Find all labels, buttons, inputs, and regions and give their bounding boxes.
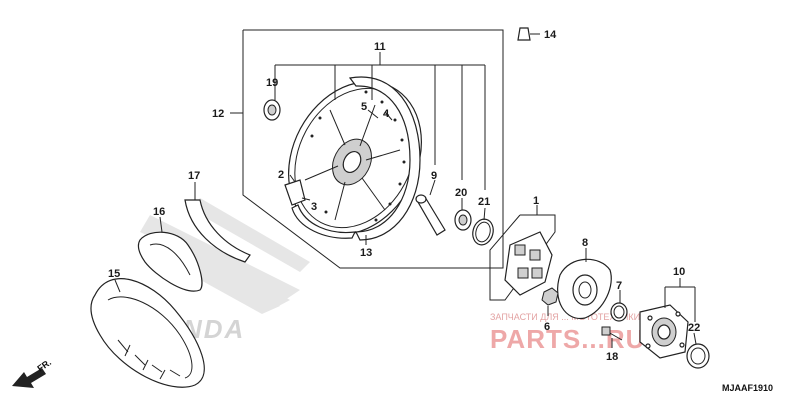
final-driven-hub [639, 304, 689, 359]
callout-3: 3 [311, 201, 317, 213]
callout-19: 19 [266, 77, 278, 89]
callout-8: 8 [582, 237, 588, 249]
bolt-18 [601, 326, 623, 341]
callout-18: 18 [606, 351, 618, 363]
rim-band [184, 199, 251, 263]
callout-20: 20 [455, 187, 467, 199]
callout-7: 7 [616, 280, 622, 292]
callout-21: 21 [478, 196, 490, 208]
callout-4: 4 [383, 108, 390, 120]
callout-16: 16 [153, 206, 165, 218]
balance-weight [284, 179, 357, 239]
bearing-19 [263, 99, 281, 121]
damper-rubber [489, 214, 556, 301]
tire [90, 278, 205, 388]
leader-lines [114, 52, 697, 348]
diagram-code: MJAAF1910 [722, 383, 773, 393]
callout-10: 10 [673, 266, 685, 278]
callout-22: 22 [688, 322, 700, 334]
callout-9: 9 [431, 170, 437, 182]
callout-13: 13 [360, 247, 372, 259]
callouts: 1 2 3 4 5 6 7 8 9 10 11 12 13 14 15 16 1… [108, 29, 700, 363]
distance-collar [415, 194, 446, 236]
inner-tube [137, 231, 203, 292]
callout-12: 12 [212, 108, 224, 120]
callout-2: 2 [278, 169, 284, 181]
wheel-assembly-bracket [230, 29, 504, 269]
front-direction-indicator: FR. [12, 357, 53, 388]
o-ring-22 [686, 343, 710, 369]
callout-15: 15 [108, 268, 120, 280]
callout-17: 17 [188, 170, 200, 182]
callout-6: 6 [544, 321, 550, 333]
callout-1: 1 [533, 195, 539, 207]
o-ring-21 [472, 218, 494, 246]
o-ring-7 [610, 302, 628, 322]
bearing-20 [454, 209, 472, 231]
valve-cap [517, 27, 540, 41]
callout-14: 14 [544, 29, 557, 41]
callout-5: 5 [361, 101, 367, 113]
driven-flange [557, 258, 612, 320]
nut-6 [541, 287, 559, 306]
direction-arrow-icon [12, 368, 46, 388]
callout-11: 11 [374, 41, 386, 53]
site-caption: ЗАПЧАСТИ ДЛЯ ... МОТОТЕХНИКИ [490, 312, 640, 322]
rear-wheel [288, 76, 422, 241]
site-name: PARTS...RU [490, 324, 645, 354]
